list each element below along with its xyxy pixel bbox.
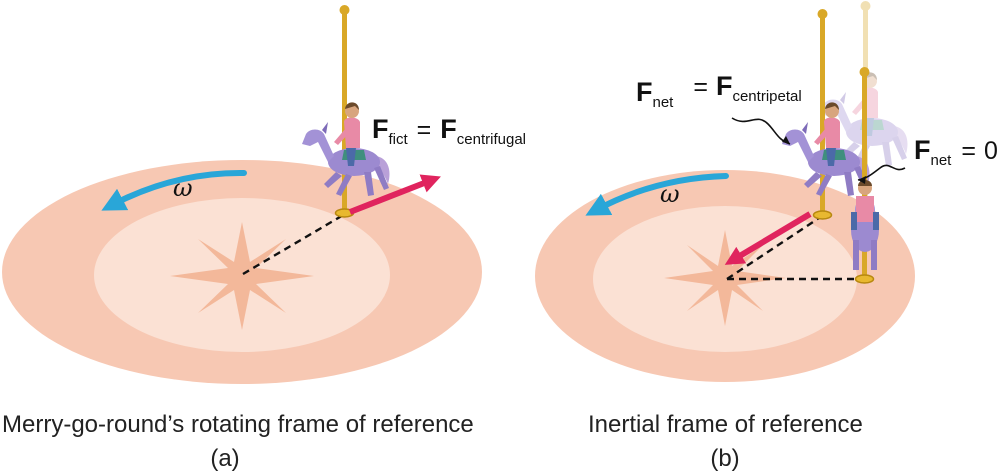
force-label-fict: Ffict=Fcentrifugal [372, 114, 526, 148]
centrifugal-force-arrow [348, 174, 441, 215]
sublabel-a: (a) [210, 445, 239, 472]
force-label-net-centripetal: Fnet=Fcentripetal [636, 71, 802, 111]
rotation-arrow [101, 169, 247, 211]
star-icon [170, 222, 314, 330]
radius-dashed-line [242, 212, 346, 276]
force-label-net-zero: Fnet=0 [914, 135, 998, 169]
pole-icon [812, 9, 833, 220]
pointer-squiggle-left [731, 117, 791, 145]
centripetal-force-arrow [724, 211, 812, 265]
horse-rider-icon [851, 180, 879, 270]
panel-a: ω Ffict=Fcentrifugal Merry-go-round’s ro… [2, 5, 526, 472]
caption-a: Merry-go-round’s rotating frame of refer… [2, 411, 474, 438]
rotation-arrow [585, 173, 729, 216]
omega-label: ω [660, 180, 680, 208]
pole-icon [862, 70, 867, 279]
pole-icon [334, 5, 355, 218]
front-horse-group [851, 67, 879, 284]
star-icon [664, 230, 786, 326]
caption-b: Inertial frame of reference [588, 411, 863, 438]
omega-label: ω [173, 174, 193, 202]
panel-b: ω [535, 1, 998, 472]
radius-dashed-line [726, 214, 823, 281]
sublabel-b: (b) [710, 445, 739, 472]
